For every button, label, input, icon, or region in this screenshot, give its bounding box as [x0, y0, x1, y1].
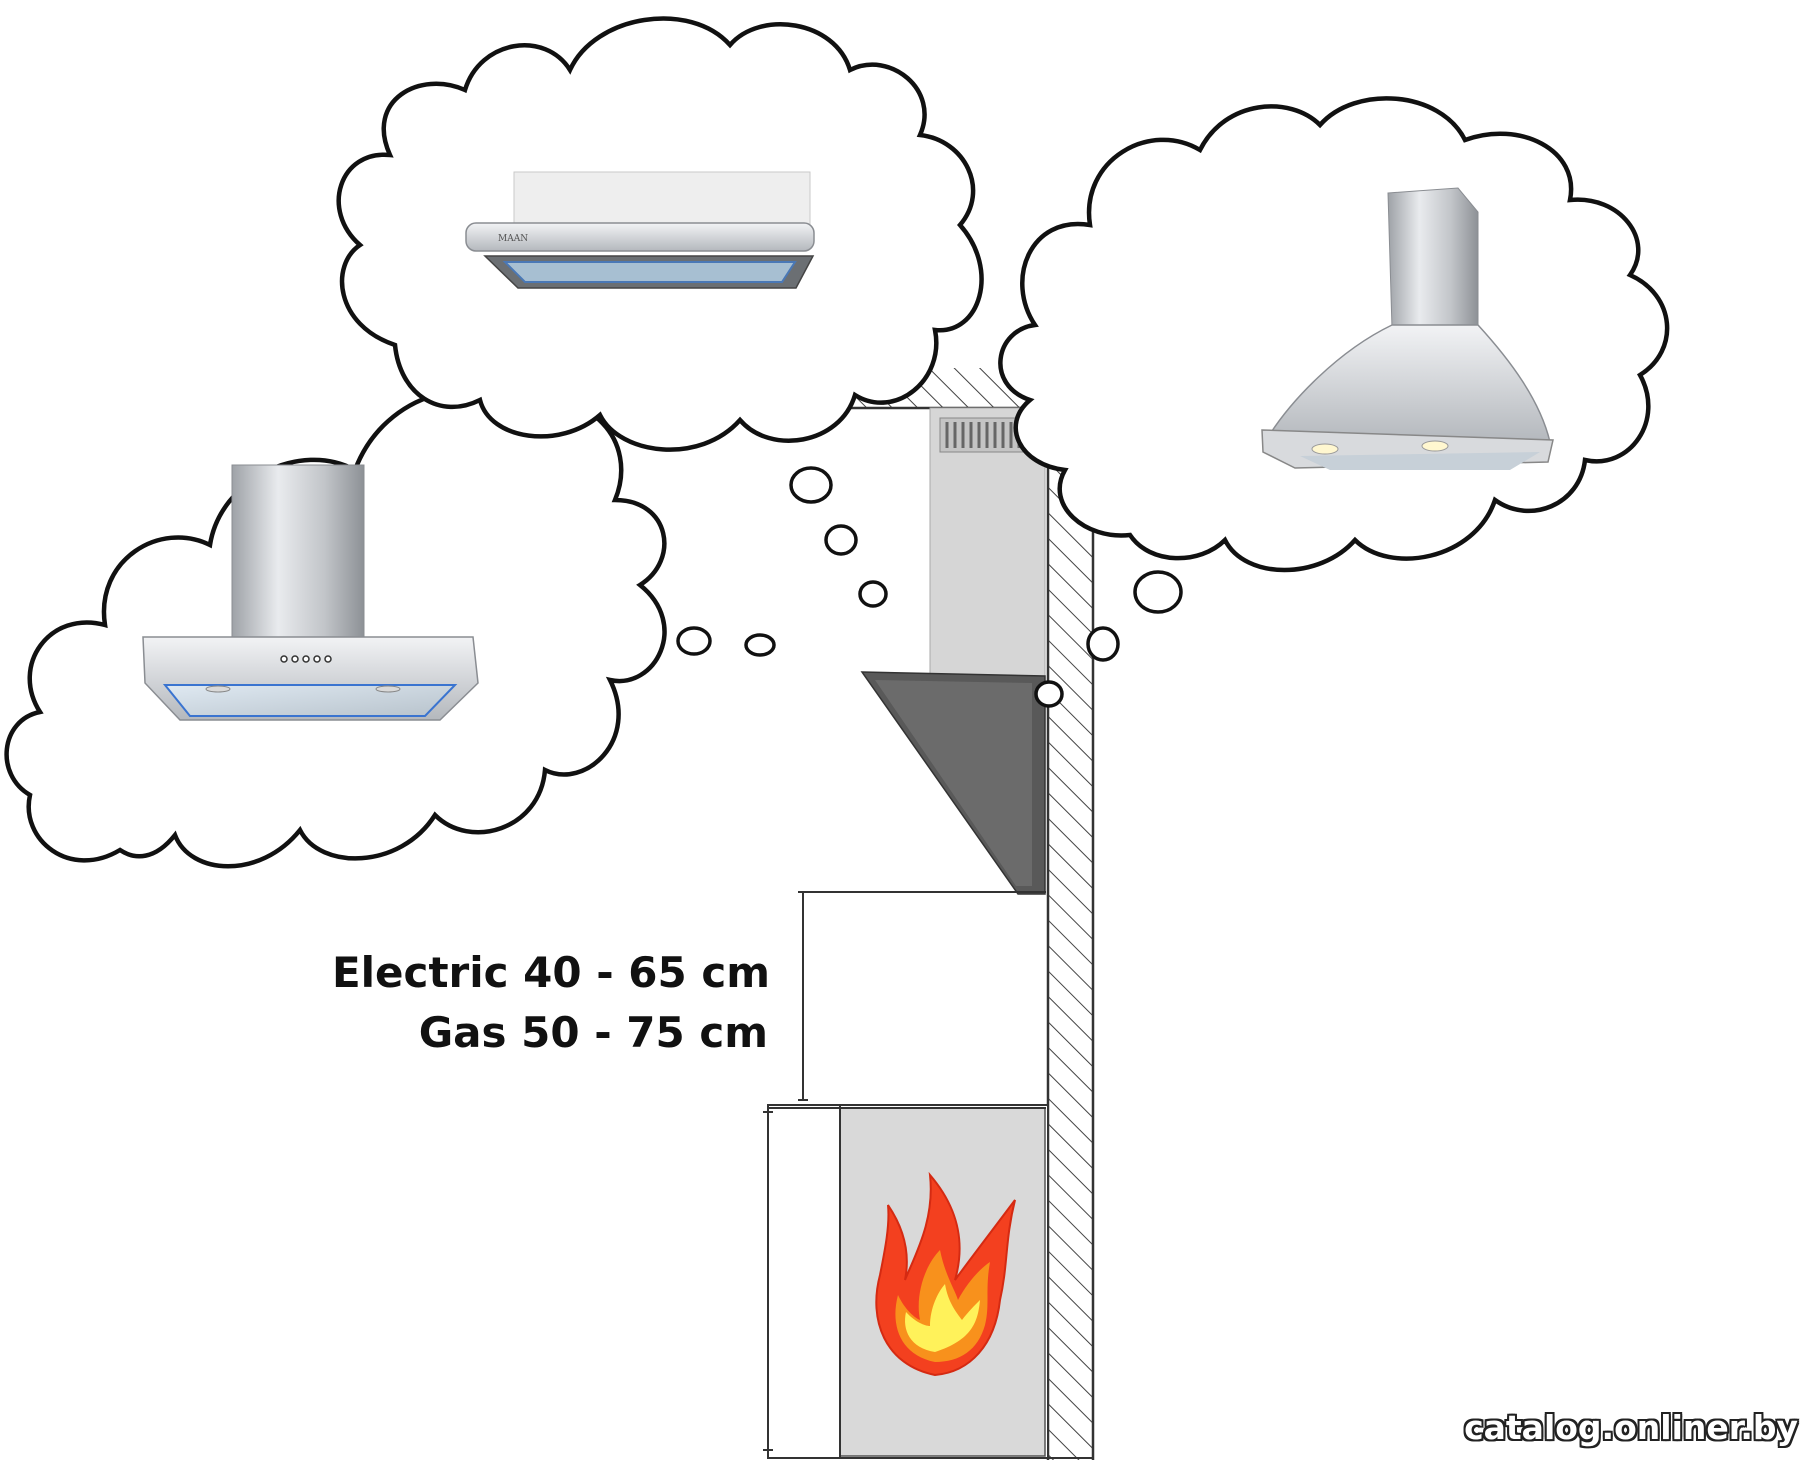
thought-cloud-icon — [4, 387, 667, 869]
hood-brand-text: MAAN — [498, 234, 528, 244]
gas-height-label: Gas 50 - 75 cm — [418, 1008, 768, 1057]
kitchen-hood-icon — [1261, 187, 1554, 470]
kitchen-hood-icon — [142, 464, 479, 721]
thought-cloud-icon — [998, 96, 1670, 573]
electric-height-label: Electric 40 - 65 cm — [331, 948, 770, 997]
thought-bubbles — [603, 466, 1183, 708]
height-dimension-bracket — [798, 891, 1046, 1101]
wall-mounted-hood — [860, 407, 1046, 895]
kitchen-hood-icon: MAAN — [465, 171, 815, 289]
watermark: catalog.onliner.by — [1464, 1408, 1798, 1447]
flame-icon — [875, 1171, 1016, 1377]
thought-cloud-icon: MAAN — [336, 16, 984, 452]
